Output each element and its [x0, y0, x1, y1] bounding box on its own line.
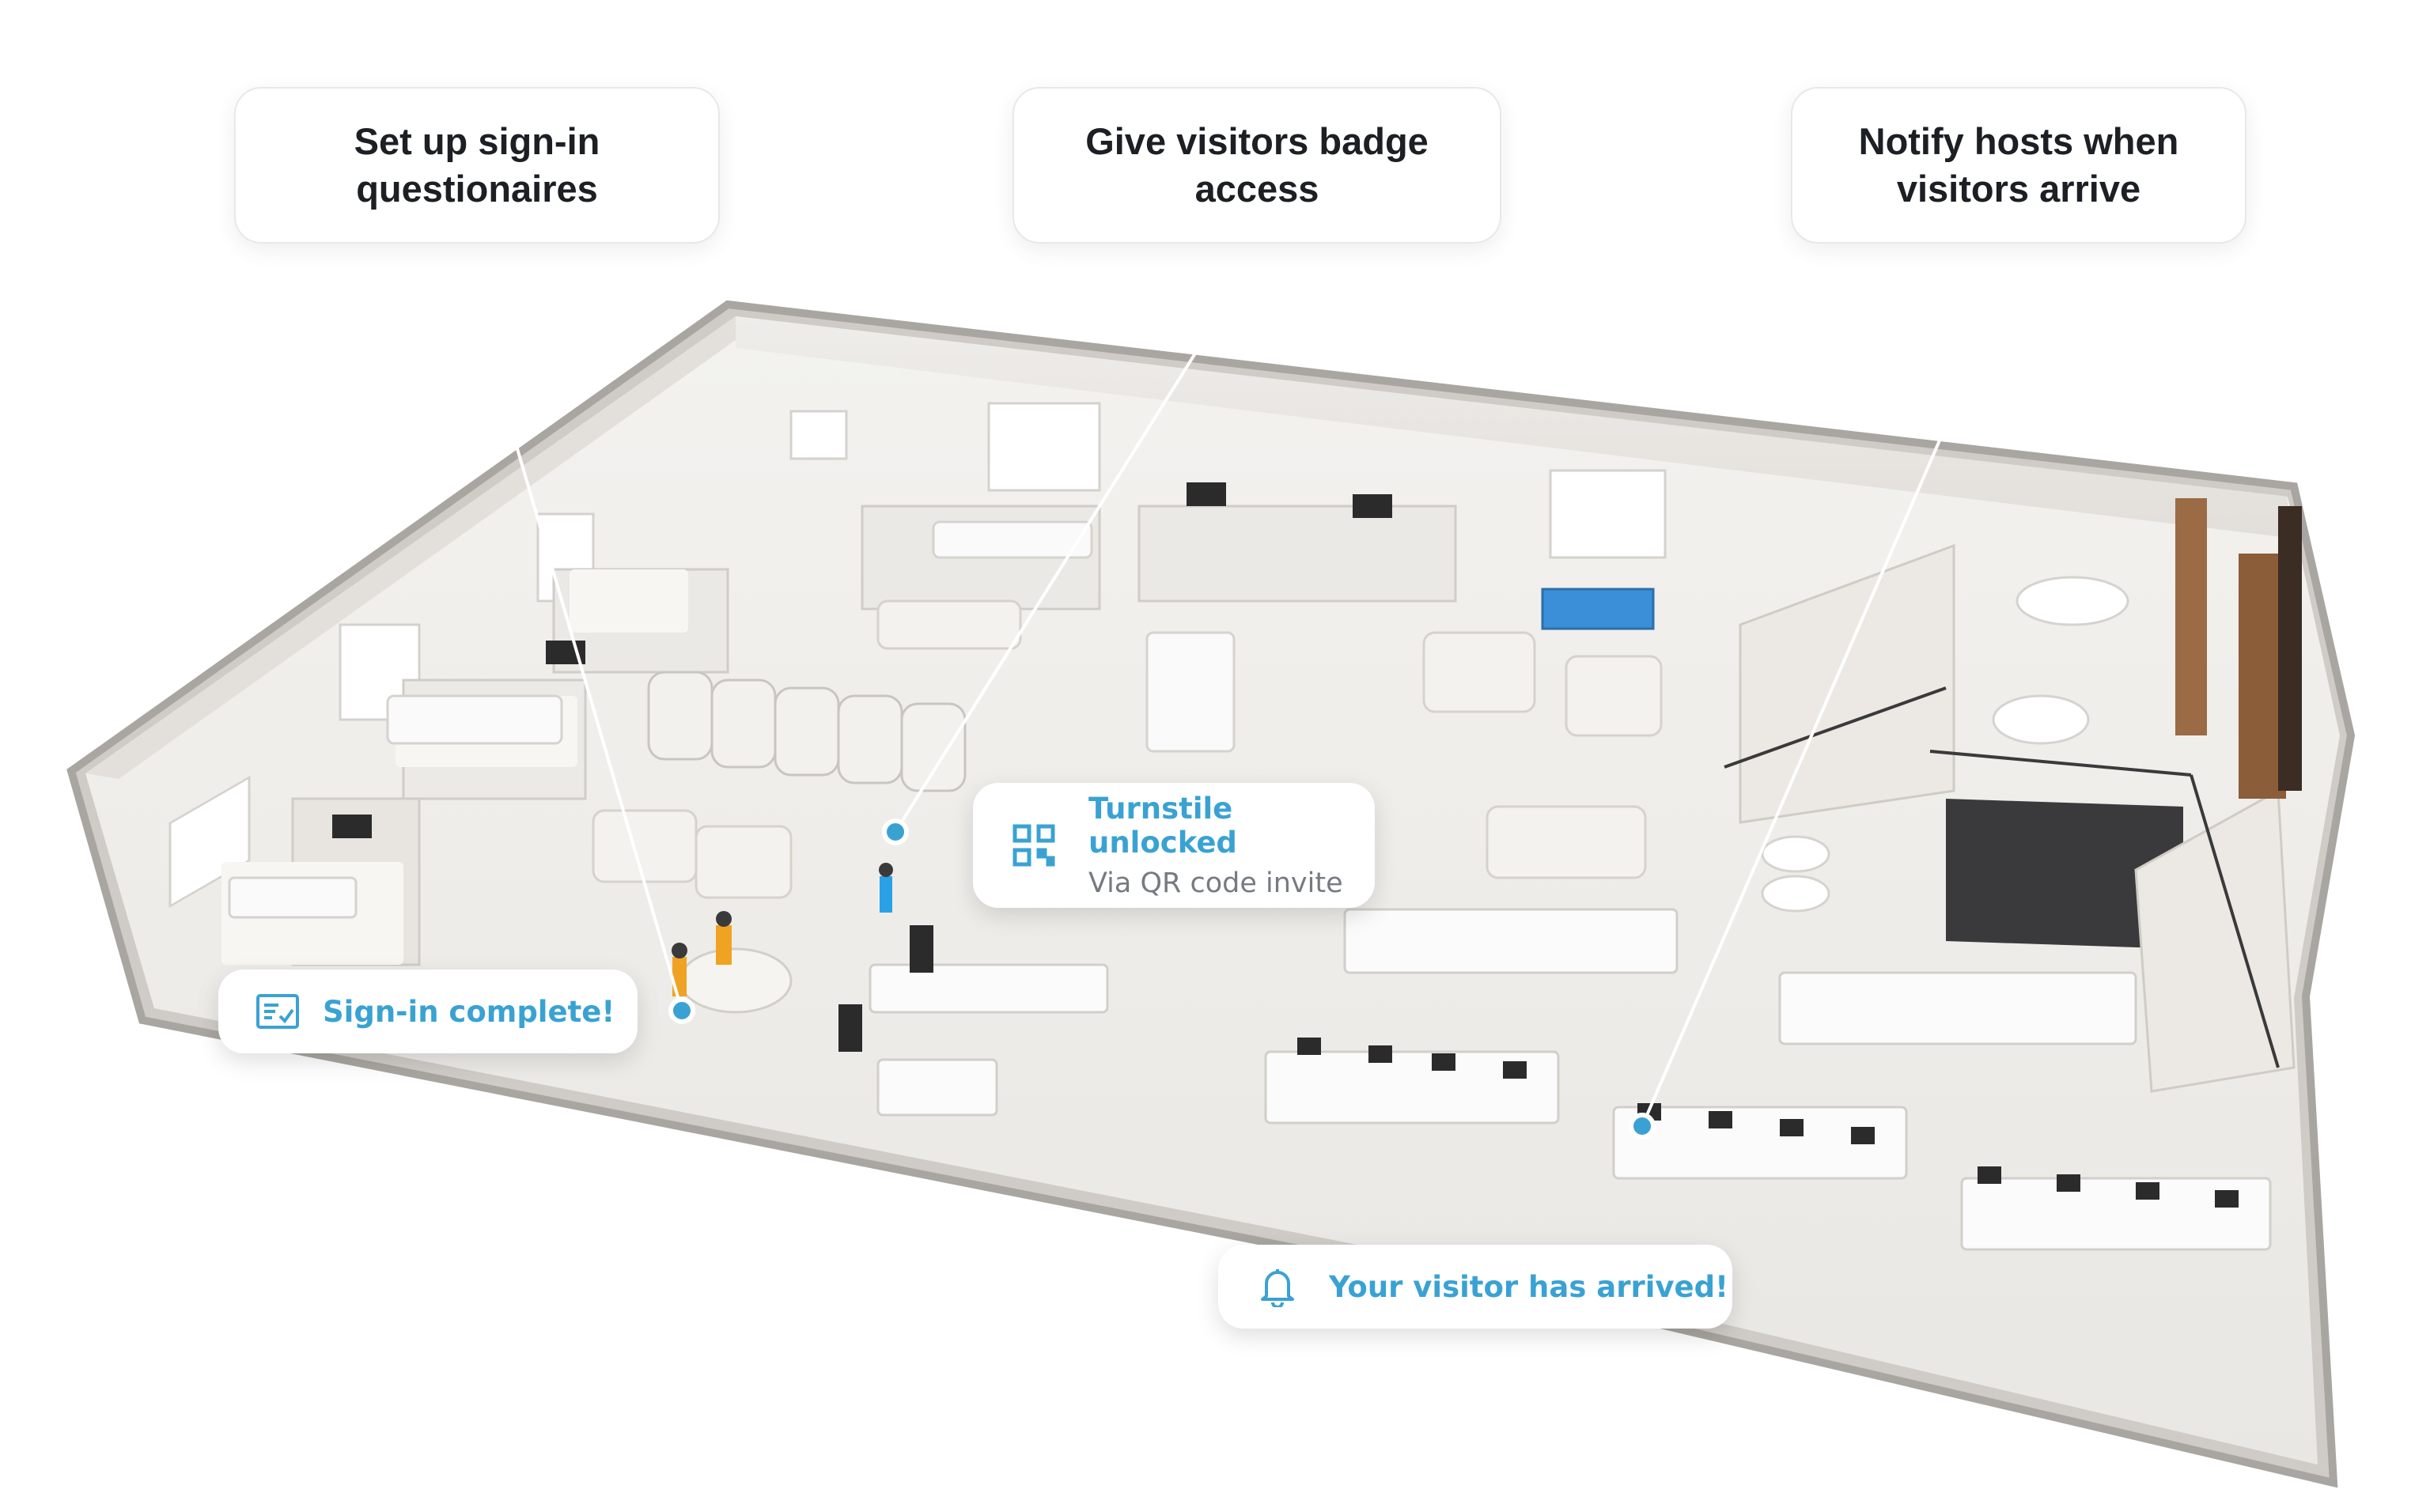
bell-icon [1259, 1266, 1296, 1307]
leader-lines [456, 242, 2027, 1127]
phone-booths [647, 671, 967, 792]
reception-area [672, 863, 893, 1014]
turnstile-notification: Turnstile unlocked Via QR code invite [973, 783, 1375, 908]
qr-code-icon [1011, 822, 1057, 868]
lounge-sofas [592, 599, 1663, 899]
left-wall [85, 316, 736, 779]
kitchen-wall [2175, 498, 2302, 799]
back-wall [736, 316, 2288, 538]
staircase [1724, 543, 2296, 1093]
callout-notify-hosts: Notify hosts when visitors arrive [1791, 87, 2246, 244]
conference-tables [228, 520, 1236, 919]
turnstile-subtitle: Via QR code invite [1088, 868, 1343, 899]
checklist-icon [256, 994, 299, 1029]
callout-badge-access: Give visitors badge access [1012, 87, 1501, 244]
ping-pong-table [1541, 588, 1655, 630]
signin-notification: Sign-in complete! [218, 970, 638, 1053]
visitor-arrived-notification: Your visitor has arrived! [1218, 1245, 1732, 1329]
monitors [332, 482, 2239, 1208]
turnstile-title: Turnstile unlocked [1088, 792, 1237, 860]
round-tables [1761, 576, 2129, 913]
signin-text: Sign-in complete! [323, 994, 615, 1029]
arrived-text: Your visitor has arrived! [1329, 1269, 1728, 1304]
desk-rows [869, 908, 2272, 1251]
anchor-dots [668, 818, 1656, 1140]
callout-signin-questionnaires: Set up sign-in questionaires [234, 87, 720, 244]
windows [168, 402, 1667, 909]
